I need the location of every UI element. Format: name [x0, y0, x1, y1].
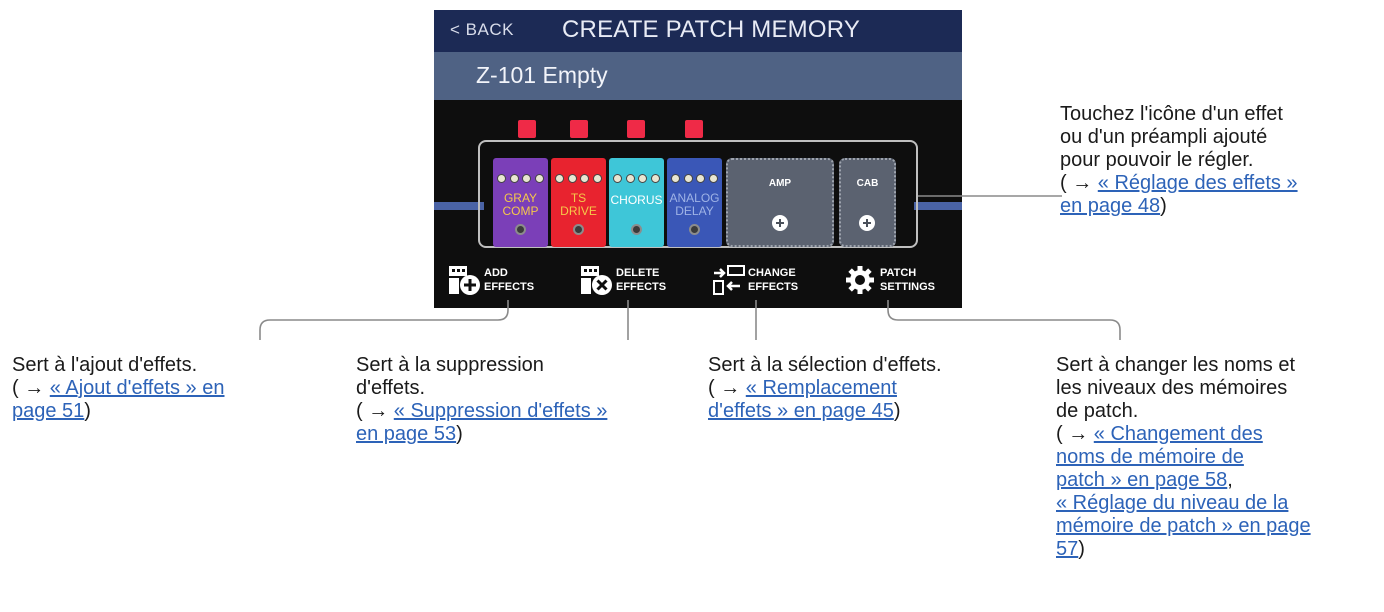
annotation-line: Sert à la sélection d'effets.: [708, 354, 942, 376]
annotation-effect-icon: Touchez l'icône d'un effet ou d'un préam…: [1060, 103, 1380, 218]
footswitch-icon: [515, 224, 526, 235]
link-suppression-effets-page[interactable]: en page 53: [356, 423, 457, 445]
screen-header: < BACK CREATE PATCH MEMORY: [434, 10, 962, 52]
annotation-line: ou d'un préampli ajouté: [1060, 126, 1268, 148]
effect-gray-comp[interactable]: GRAY COMP: [493, 158, 548, 247]
link-reglage-des-effets-page[interactable]: en page 48: [1060, 195, 1161, 217]
link-ajout-effets[interactable]: « Ajout d'effets » en: [49, 377, 225, 399]
annotation-reference: ( → « Changement des noms de mémoire de …: [1056, 423, 1311, 560]
knobs-icon: [555, 174, 602, 184]
annotation-reference: ( → « Ajout d'effets » en page 51): [12, 377, 225, 422]
add-effects-label: ADD EFFECTS: [484, 267, 535, 293]
annotation-reference: ( → « Réglage des effets » en page 48): [1060, 172, 1298, 217]
effect-label-line2: COMP: [502, 204, 539, 218]
annotation-patch-settings: Sert à changer les noms et les niveaux d…: [1056, 354, 1382, 561]
footswitch-icon: [631, 224, 642, 235]
add-effects-icon: [449, 266, 480, 295]
annotation-add-effects: Sert à l'ajout d'effets. ( → « Ajout d'e…: [12, 354, 332, 423]
amp-slot[interactable]: AMP: [726, 158, 834, 247]
effect-label-line1: GRAY: [503, 191, 538, 205]
link-remplacement-effets[interactable]: « Remplacement: [745, 377, 897, 399]
effect-ts-drive[interactable]: TS DRIVE: [551, 158, 606, 247]
effect-chain-frame: [478, 140, 918, 248]
effect-led-1: [518, 120, 536, 138]
signal-line-left: [434, 202, 484, 210]
leader-add-effects: [259, 300, 509, 340]
change-effects-button[interactable]: CHANGE EFFECTS: [712, 262, 822, 302]
screen-title: CREATE PATCH MEMORY: [562, 16, 861, 43]
knobs-icon: [671, 174, 718, 184]
delete-effects-icon: [581, 266, 612, 295]
amp-slot-label: AMP: [768, 178, 792, 189]
swap-effects-icon: [713, 265, 745, 295]
link-suppression-effets[interactable]: « Suppression d'effets »: [393, 400, 608, 422]
knobs-icon: [497, 174, 544, 184]
cab-slot-label: CAB: [856, 178, 879, 189]
effect-label-line2: DELAY: [675, 204, 714, 218]
knobs-icon: [613, 174, 660, 184]
annotation-line: Touchez l'icône d'un effet: [1060, 103, 1283, 125]
annotation-delete-effects: Sert à la suppression d'effets. ( → « Su…: [356, 354, 696, 446]
delete-effects-label: DELETE EFFECTS: [616, 267, 667, 293]
patch-name: Z-101 Empty: [476, 62, 608, 88]
effect-label-line1: TS: [570, 191, 587, 205]
plus-icon: [859, 215, 875, 231]
effect-analog-delay[interactable]: ANALOG DELAY: [667, 158, 722, 247]
annotation-line: Sert à l'ajout d'effets.: [12, 354, 198, 376]
annotation-line: Sert à changer les noms et: [1056, 354, 1296, 376]
footswitch-icon: [689, 224, 700, 235]
footswitch-icon: [573, 224, 584, 235]
link-reglage-niveau-2[interactable]: mémoire de patch » en page: [1056, 515, 1311, 537]
plus-icon: [772, 215, 788, 231]
link-changement-noms-page[interactable]: patch » en page 58: [1056, 469, 1228, 491]
annotation-change-effects: Sert à la sélection d'effets. ( → « Remp…: [708, 354, 1038, 423]
link-reglage-des-effets[interactable]: « Réglage des effets »: [1097, 172, 1298, 194]
signal-line-right: [914, 202, 962, 210]
cab-slot[interactable]: CAB: [839, 158, 896, 247]
link-reglage-niveau-page[interactable]: 57: [1056, 538, 1079, 560]
change-effects-label: CHANGE EFFECTS: [748, 267, 799, 293]
effect-label-line2: DRIVE: [560, 204, 597, 218]
link-changement-noms[interactable]: « Changement des: [1093, 423, 1263, 445]
annotation-line: pour pouvoir le régler.: [1060, 149, 1254, 171]
add-effects-button[interactable]: ADD EFFECTS: [448, 262, 558, 302]
delete-effects-button[interactable]: DELETE EFFECTS: [580, 262, 690, 302]
patch-name-bar: Z-101 Empty: [434, 52, 962, 100]
annotation-line: de patch.: [1056, 400, 1139, 422]
annotation-reference: ( → « Remplacement d'effets » en page 45…: [708, 377, 901, 422]
patch-settings-button[interactable]: PATCH SETTINGS: [844, 262, 954, 302]
annotation-line: Sert à la suppression: [356, 354, 544, 376]
link-reglage-niveau[interactable]: « Réglage du niveau de la: [1056, 492, 1289, 514]
link-ajout-effets-page[interactable]: page 51: [12, 400, 85, 422]
effect-chorus[interactable]: CHORUS: [609, 158, 664, 247]
effect-label-line1: CHORUS: [610, 193, 663, 207]
link-changement-noms-2[interactable]: noms de mémoire de: [1056, 446, 1244, 468]
gear-icon: [846, 266, 874, 294]
leader-patch-settings: [887, 300, 1121, 340]
device-screen: < BACK CREATE PATCH MEMORY Z-101 Empty G…: [434, 10, 962, 308]
annotation-line: d'effets.: [356, 377, 426, 399]
effect-led-4: [685, 120, 703, 138]
patch-settings-label: PATCH SETTINGS: [880, 267, 936, 293]
link-remplacement-effets-page[interactable]: d'effets » en page 45: [708, 400, 894, 422]
back-button[interactable]: < BACK: [450, 20, 514, 39]
effect-label-line1: ANALOG: [669, 191, 720, 205]
annotation-reference: ( → « Suppression d'effets » en page 53): [356, 400, 608, 445]
effect-led-2: [570, 120, 588, 138]
annotation-line: les niveaux des mémoires: [1056, 377, 1288, 399]
effect-led-3: [627, 120, 645, 138]
